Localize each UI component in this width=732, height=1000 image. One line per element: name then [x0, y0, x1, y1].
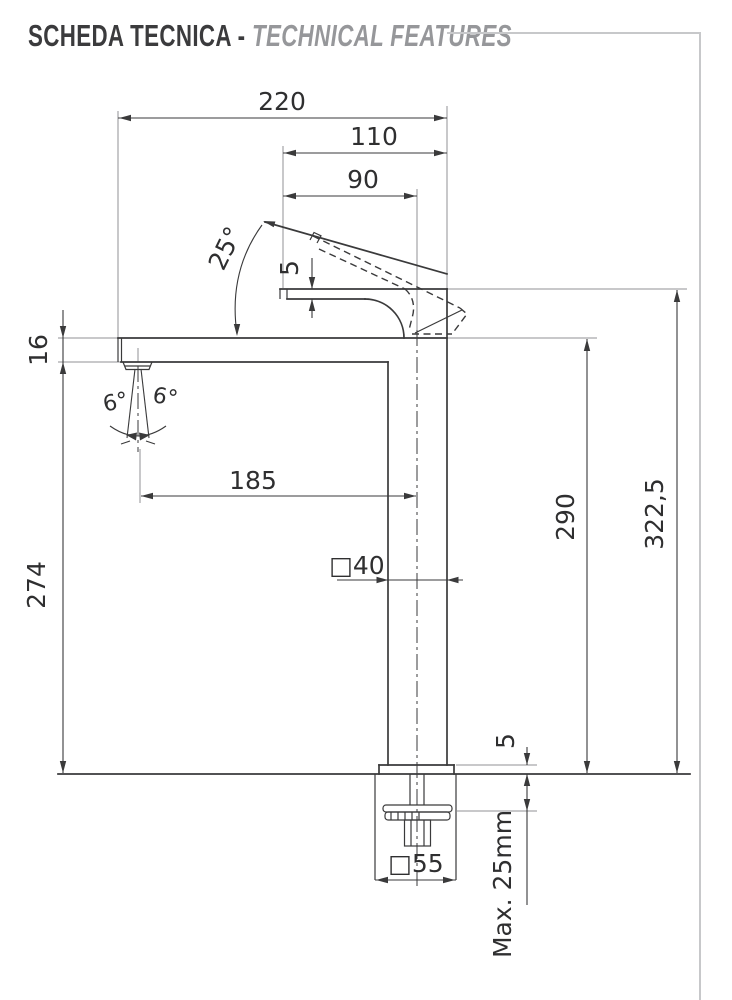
dim-label-16: 16	[24, 334, 53, 366]
dim-label-274: 274	[22, 561, 51, 609]
dim-label-max25: Max. 25mm	[488, 810, 517, 958]
lever-closed-solid-edge	[414, 309, 463, 334]
faucet-outline	[57, 220, 691, 880]
sheet-title: SCHEDA TECNICA - TECHNICAL FEATURES	[28, 18, 700, 54]
dim-label-6deg-left: 6°	[101, 388, 131, 418]
lever-closed-hidden-lines	[312, 235, 468, 335]
dim-label-5-spout: 5	[275, 260, 304, 276]
dim-label-220: 220	[258, 87, 306, 116]
dim-label-185: 185	[229, 466, 277, 495]
dimension-labels: 220 110 90 185 □40 □55 25° 6° 6° 5 16 27…	[22, 87, 669, 958]
fixing-nut	[403, 819, 432, 847]
dim-label-110: 110	[350, 122, 398, 151]
lever-open-edge	[263, 220, 449, 276]
centerlines	[137, 330, 418, 888]
dim-label-40: □40	[329, 551, 384, 580]
sheet-title-secondary: TECHNICAL FEATURES	[251, 18, 512, 53]
dim-label-290: 290	[551, 493, 580, 541]
dim-label-55: □55	[388, 849, 443, 878]
head-underside-curve	[364, 298, 405, 339]
aerator-swivel-cone	[109, 368, 167, 445]
title-rule-horizontal	[447, 32, 701, 35]
dim-label-5-base: 5	[491, 733, 520, 749]
aerator-nozzle	[122, 361, 153, 371]
dim-label-90: 90	[347, 165, 379, 194]
sheet-title-primary: SCHEDA TECNICA -	[28, 18, 252, 53]
page-rule-vertical	[698, 32, 701, 1000]
dim-label-6deg-right: 6°	[151, 383, 180, 412]
extension-lines	[58, 106, 687, 812]
dim-label-322: 322,5	[640, 478, 669, 550]
dimension-lines	[59, 114, 681, 905]
